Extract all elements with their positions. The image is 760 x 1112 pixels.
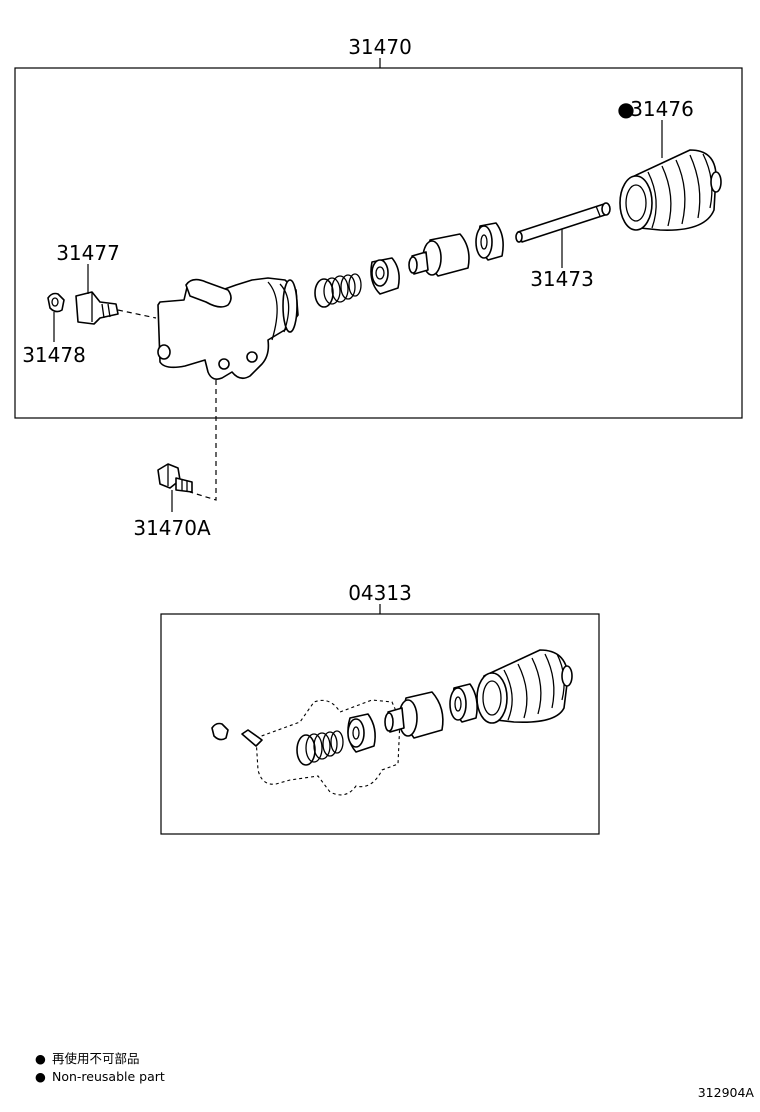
legend-text-jp: 再使用不可部品 — [52, 1051, 140, 1066]
spring[interactable] — [314, 273, 362, 308]
kit-frame — [160, 613, 600, 835]
bleeder-guide-line — [117, 309, 157, 319]
push-rod[interactable] — [515, 202, 611, 243]
bolt-label[interactable]: 31470A — [133, 516, 211, 540]
legend-marker-en: ● — [35, 1069, 46, 1084]
boot[interactable] — [619, 149, 722, 231]
bolt[interactable] — [157, 463, 193, 493]
kit-ghost-cylinder — [255, 699, 401, 796]
push-rod-label[interactable]: 31473 — [530, 267, 594, 291]
bleeder-cap-label[interactable]: 31478 — [22, 343, 86, 367]
assembly-part-number[interactable]: 31470 — [348, 35, 412, 59]
kit-piston-cup[interactable] — [449, 683, 478, 723]
boot-label[interactable]: 31476 — [630, 97, 694, 121]
bolt-guide-line — [189, 380, 217, 501]
piston[interactable] — [408, 233, 470, 277]
figure-id: 312904A — [698, 1085, 755, 1100]
piston-cup[interactable] — [475, 222, 504, 261]
kit-bleeder-cap[interactable] — [211, 722, 229, 741]
cylinder-body[interactable] — [157, 277, 299, 380]
legend: ● 再使用不可部品 ● Non-reusable part — [35, 1051, 165, 1084]
kit-cup-seal[interactable] — [347, 713, 376, 753]
kit-bleeder-nipple[interactable] — [241, 729, 263, 747]
kit-boot[interactable] — [476, 649, 573, 724]
bleeder-plug[interactable] — [75, 291, 119, 325]
non-reusable-marker: ● — [617, 97, 634, 121]
bleeder-plug-label[interactable]: 31477 — [56, 241, 120, 265]
assembly-frame — [14, 67, 743, 419]
kit-piston[interactable] — [384, 691, 444, 739]
bleeder-cap[interactable] — [47, 292, 65, 313]
cup-seal[interactable] — [370, 257, 400, 295]
kit-spring[interactable] — [296, 730, 344, 766]
legend-marker-jp: ● — [35, 1051, 46, 1066]
kit-part-number[interactable]: 04313 — [348, 581, 412, 605]
legend-text-en: Non-reusable part — [52, 1069, 165, 1084]
